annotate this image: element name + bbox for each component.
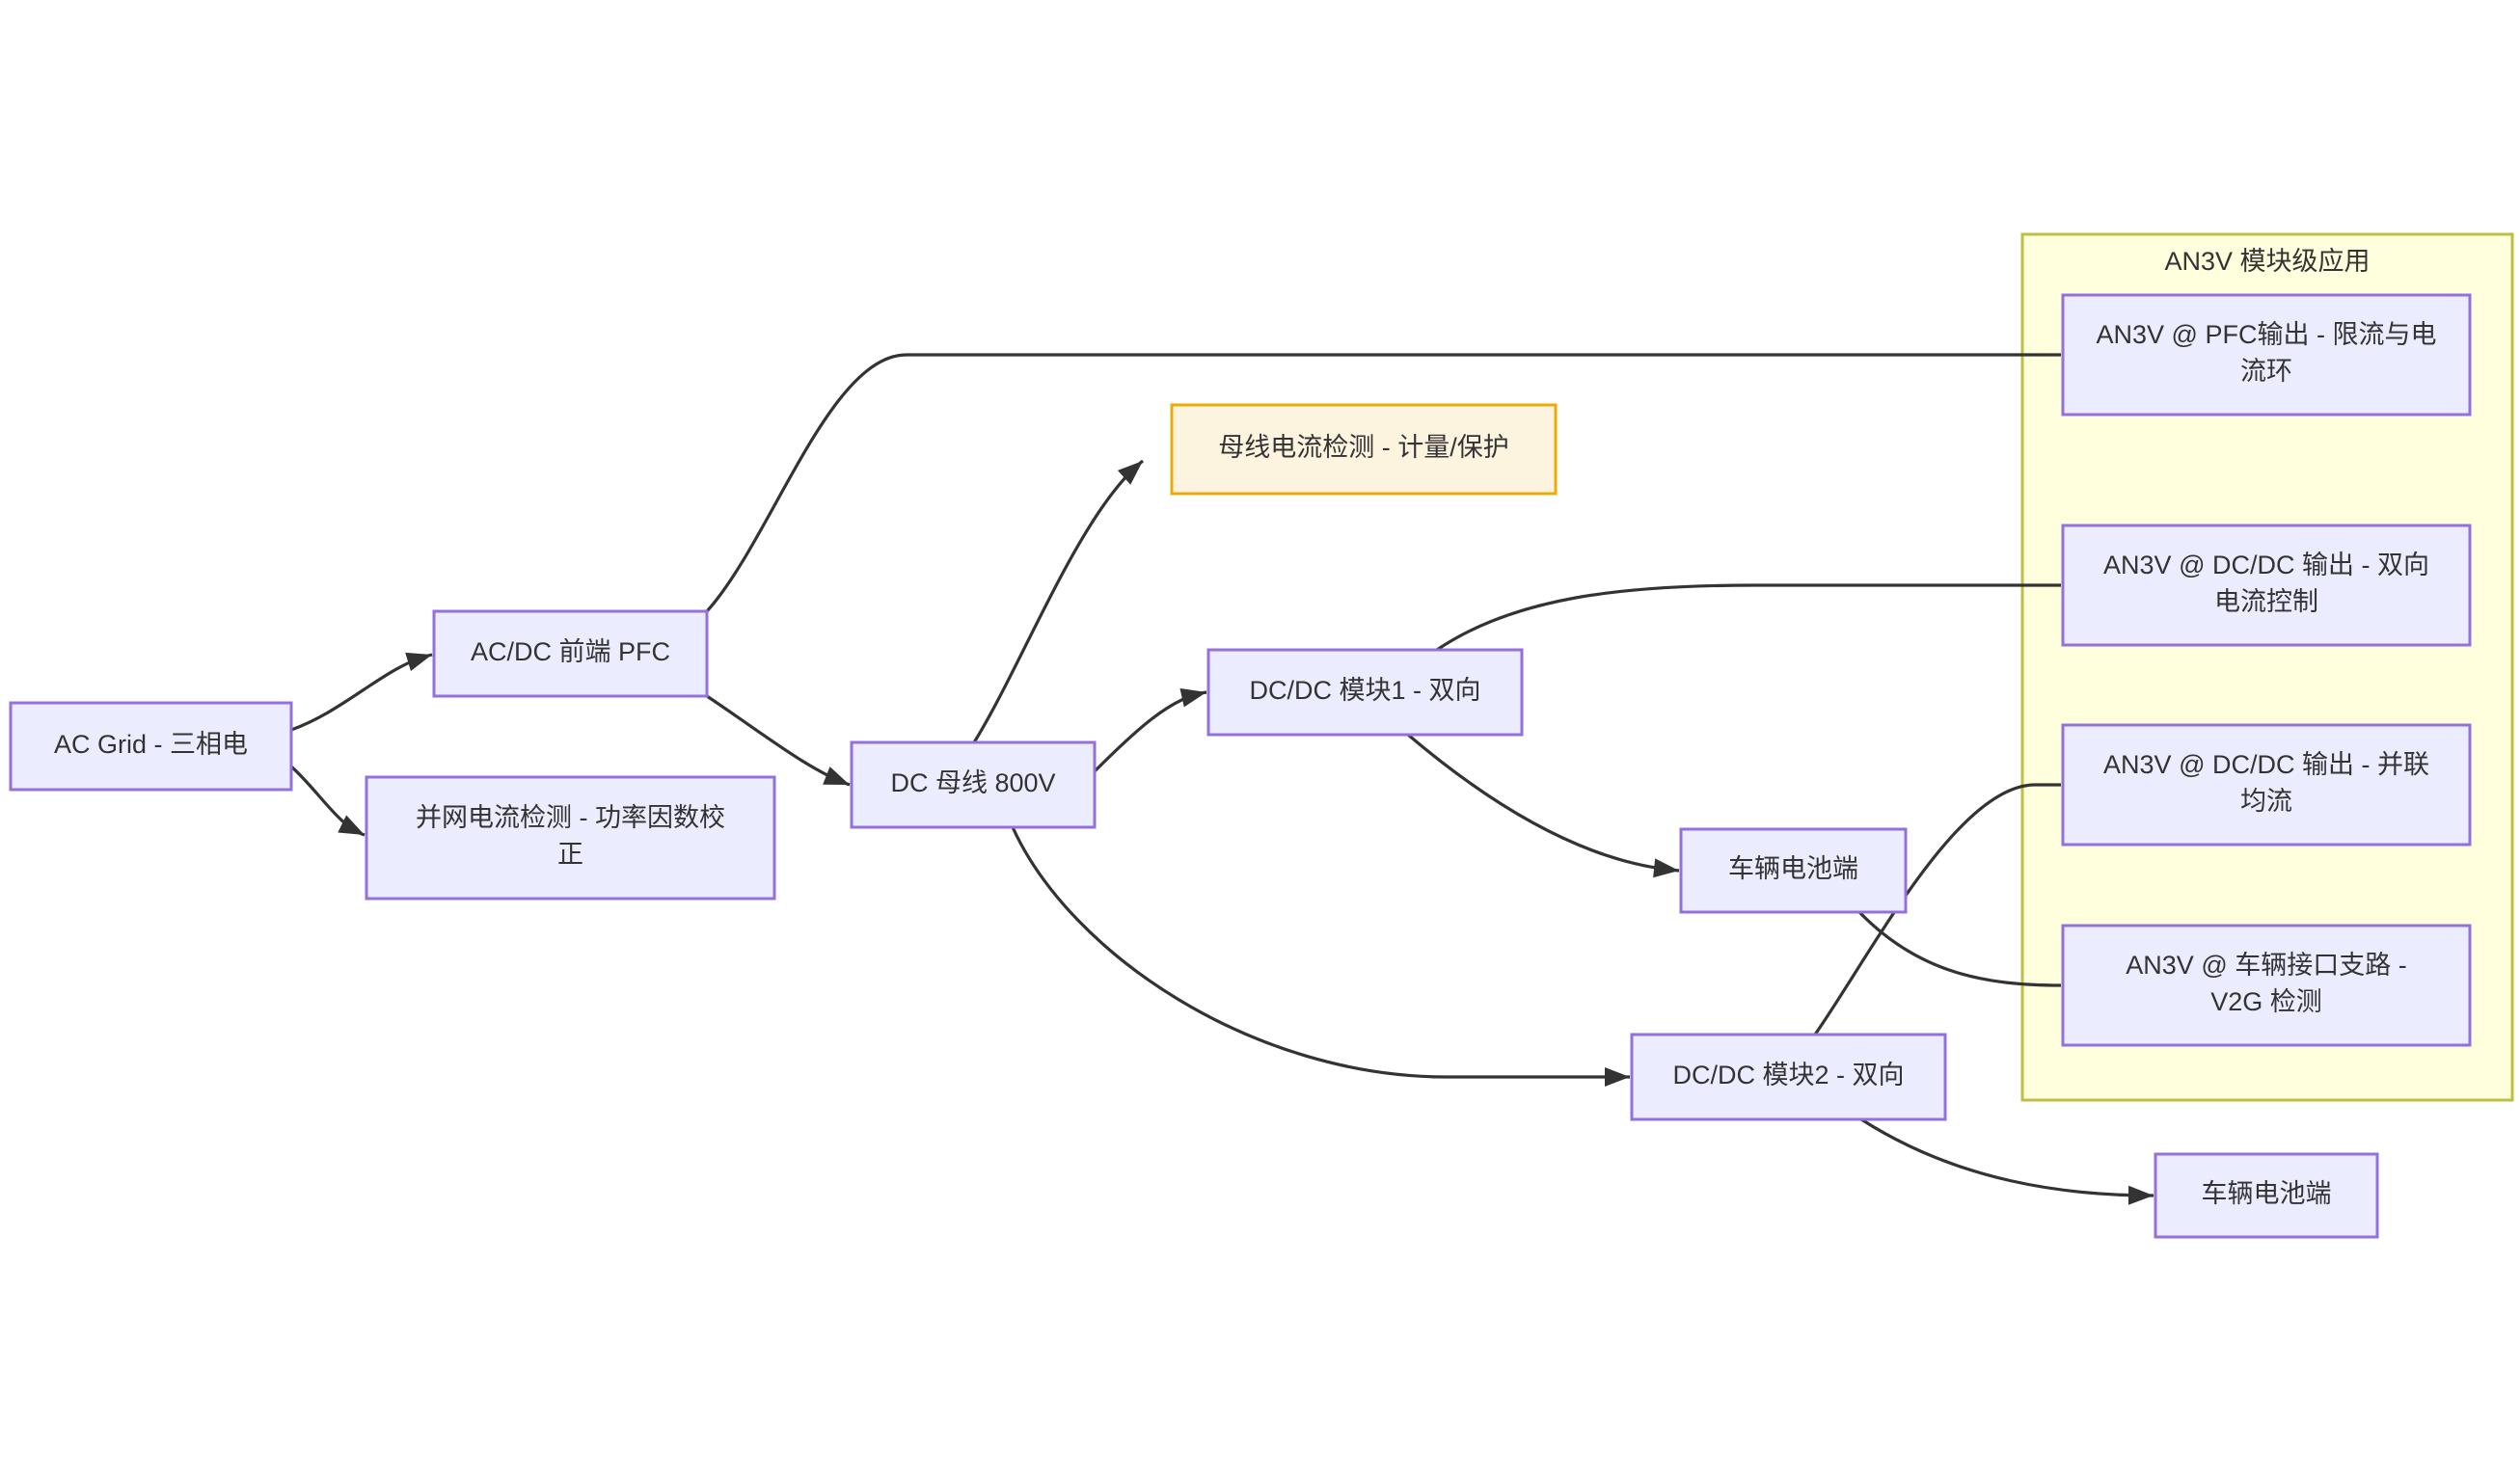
node-acdc-pfc[interactable]: AC/DC 前端 PFC — [432, 609, 709, 698]
edge-ac-grid-to-grid-current — [289, 765, 366, 837]
node-label: 电流控制 — [2214, 587, 2318, 616]
edge-battery-1-to-an3v-v2g — [1857, 910, 2062, 987]
edge-ac-grid-to-acdc-pfc — [290, 652, 433, 732]
node-battery-1[interactable]: 车辆电池端 — [1679, 827, 1908, 914]
node-dc-bus[interactable]: DC 母线 800V — [850, 740, 1097, 829]
node-battery-2[interactable]: 车辆电池端 — [2154, 1152, 2379, 1239]
node-box[interactable] — [1206, 648, 1524, 737]
node-label: V2G 检测 — [2210, 987, 2322, 1016]
node-dcdc-1[interactable]: DC/DC 模块1 - 双向 — [1206, 648, 1524, 737]
node-label: AN3V @ DC/DC 输出 - 双向 — [2103, 551, 2429, 579]
node-label: DC/DC 模块2 - 双向 — [1672, 1061, 1904, 1089]
node-layer: AC Grid - 三相电 AC/DC 前端 PFC 并网电流检测 - 功率因数校正… — [9, 293, 2472, 1239]
edge-line — [1860, 1117, 2154, 1197]
node-box[interactable] — [432, 609, 709, 698]
edge-dc-bus-to-dcdc-1 — [1093, 687, 1207, 773]
node-box[interactable] — [1170, 403, 1558, 496]
node-label: DC/DC 模块1 - 双向 — [1249, 676, 1480, 705]
edge-line — [1093, 690, 1207, 773]
edge-dcdc-1-to-an3v-dcdc-bi — [1436, 583, 2061, 652]
edge-line — [1813, 783, 2061, 1035]
subgraph-title: AN3V 模块级应用 — [2164, 247, 2370, 276]
node-box[interactable] — [365, 775, 776, 901]
edge-line — [1011, 826, 1630, 1079]
edge-dcdc-2-to-battery-2 — [1860, 1117, 2154, 1205]
arrow-head-icon — [1179, 687, 1206, 708]
node-label: AC Grid - 三相电 — [54, 730, 248, 759]
arrow-head-icon — [405, 652, 432, 672]
edge-line — [1436, 583, 2061, 652]
node-box[interactable] — [1679, 827, 1908, 914]
node-label: AN3V @ DC/DC 输出 - 并联 — [2103, 750, 2429, 779]
node-ac-grid[interactable]: AC Grid - 三相电 — [9, 701, 293, 792]
edge-line — [972, 459, 1145, 743]
node-label: 车辆电池端 — [2202, 1179, 2332, 1208]
node-box[interactable] — [1630, 1033, 1947, 1121]
node-box[interactable] — [2154, 1152, 2379, 1239]
node-label: 流环 — [2240, 357, 2292, 386]
node-label: AN3V @ 车辆接口支路 - — [2126, 951, 2406, 980]
arrow-head-icon — [338, 815, 365, 835]
node-box[interactable] — [9, 701, 293, 792]
node-box[interactable] — [2061, 524, 2472, 647]
edge-line — [705, 353, 2061, 613]
node-bus-current[interactable]: 母线电流检测 - 计量/保护 — [1170, 403, 1558, 496]
node-label: 正 — [557, 840, 583, 869]
node-box[interactable] — [2061, 924, 2472, 1047]
node-label: AN3V @ PFC输出 - 限流与电 — [2097, 320, 2437, 349]
node-box[interactable] — [2061, 723, 2472, 847]
arrow-head-icon — [1653, 858, 1679, 878]
edge-layer — [289, 353, 2154, 1205]
edge-acdc-pfc-to-an3v-pfc — [705, 353, 2061, 613]
node-an3v-v2g[interactable]: AN3V @ 车辆接口支路 - V2G 检测 — [2061, 924, 2472, 1047]
edge-acdc-pfc-to-dc-bus — [706, 694, 851, 787]
node-label: 车辆电池端 — [1728, 854, 1858, 883]
edge-dcdc-2-to-an3v-dcdc-share — [1813, 783, 2061, 1035]
edge-line — [1857, 910, 2062, 987]
node-box[interactable] — [850, 740, 1097, 829]
arrow-head-icon — [2127, 1185, 2154, 1205]
node-label: DC 母线 800V — [890, 768, 1055, 797]
edge-dcdc-1-to-battery-1 — [1406, 733, 1680, 878]
edge-dc-bus-to-bus-current — [972, 459, 1145, 743]
node-label: 母线电流检测 - 计量/保护 — [1218, 433, 1509, 462]
edge-line — [1406, 733, 1680, 873]
node-label: AC/DC 前端 PFC — [471, 637, 670, 666]
node-box[interactable] — [2061, 293, 2472, 417]
arrow-head-icon — [823, 766, 850, 785]
arrow-head-icon — [1117, 461, 1143, 485]
node-label: 并网电流检测 - 功率因数校 — [416, 803, 725, 832]
edge-dc-bus-to-dcdc-2 — [1011, 826, 1630, 1087]
arrow-head-icon — [1605, 1067, 1630, 1087]
node-label: 均流 — [2240, 787, 2292, 816]
node-dcdc-2[interactable]: DC/DC 模块2 - 双向 — [1630, 1033, 1947, 1121]
